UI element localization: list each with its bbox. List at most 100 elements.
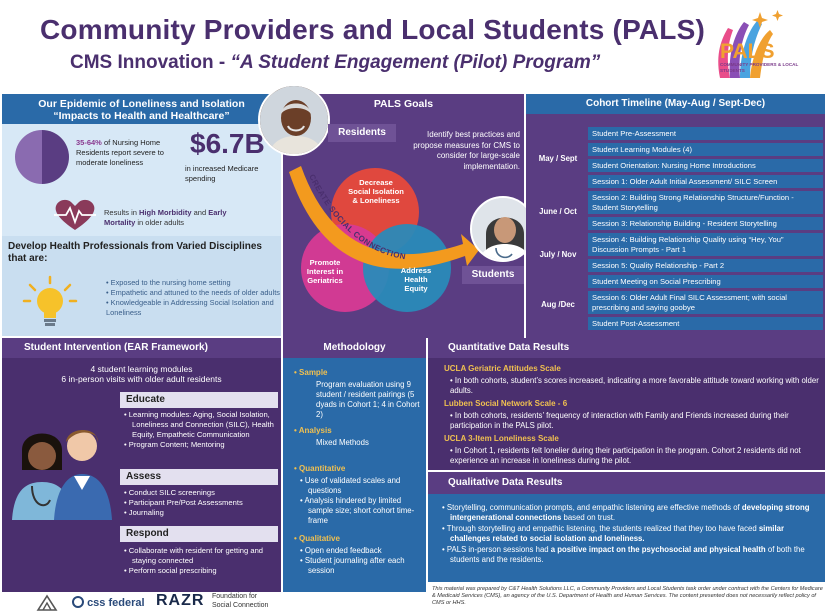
timeline-heading: Cohort Timeline (May-Aug / Sept-Dec) bbox=[526, 94, 825, 114]
list-item: Empathetic and attuned to the needs of o… bbox=[106, 288, 280, 298]
quantitative-panel bbox=[428, 358, 825, 470]
subtitle-emphasis: “A Student Engagement (Pilot) Program” bbox=[230, 52, 601, 73]
residents-label: Residents bbox=[328, 124, 396, 142]
venn-circle-left bbox=[301, 224, 389, 312]
qual-text: Storytelling, communication prompts, and… bbox=[446, 503, 742, 512]
list-item: Through storytelling and empathic listen… bbox=[442, 524, 820, 544]
list-item: PALS in-person sessions had a positive i… bbox=[442, 545, 820, 565]
list-item: Perform social prescribing bbox=[124, 566, 276, 576]
qual-text: based on trust. bbox=[561, 513, 616, 522]
qualitative-heading: Qualitative Data Results bbox=[428, 472, 825, 494]
loneliness-pie-chart bbox=[15, 130, 69, 184]
list-item: Learning modules: Aging, Social Isolatio… bbox=[124, 410, 276, 440]
intervention-line1: 4 student learning modules bbox=[90, 364, 193, 374]
morbidity-bold1: High Morbidity bbox=[139, 208, 192, 217]
timeline-month: June / Oct bbox=[539, 207, 577, 216]
subtitle-prefix: CMS Innovation - bbox=[70, 52, 231, 73]
pie-highlight: 35-64% bbox=[76, 138, 102, 147]
morbidity-bold2: Early Mortality bbox=[104, 208, 227, 227]
lightbulb-icon bbox=[22, 275, 78, 326]
scale-result-text: In Cohort 1, residents felt lonelier dur… bbox=[450, 446, 801, 465]
footer-logo-foundation-line1: Foundation for bbox=[212, 593, 258, 600]
qualitative-label-text: Qualitative bbox=[299, 534, 340, 543]
timeline-item: Student Meeting on Social Prescribing bbox=[588, 275, 823, 288]
medicare-cost-label: in increased Medicare spending bbox=[185, 164, 259, 183]
list-item: Storytelling, communication prompts, and… bbox=[442, 503, 820, 523]
scale-result: • In Cohort 1, residents felt lonelier d… bbox=[450, 446, 801, 465]
epidemic-heading-line1: Our Epidemic of Loneliness and Isolation bbox=[38, 98, 245, 110]
qual-bold: developing strong intergenerational conn… bbox=[450, 503, 810, 522]
intervention-summary: 4 student learning modules 6 in-person v… bbox=[2, 364, 281, 384]
quantitative-method-list: Use of validated scales and questions An… bbox=[300, 476, 420, 526]
sample-text: Program evaluation using 9 student / res… bbox=[316, 380, 420, 419]
timeline-item: Session 3: Relationship Building - Resid… bbox=[588, 217, 823, 230]
footer-logo-css-text: css federal bbox=[87, 597, 145, 609]
epidemic-heading-line2: “Impacts to Health and Healthcare” bbox=[53, 110, 230, 122]
qual-text: of both the students and the residents. bbox=[450, 545, 805, 564]
intervention-heading: Student Intervention (EAR Framework) bbox=[2, 338, 281, 358]
page-title: Community Providers and Local Students (… bbox=[40, 14, 706, 45]
respond-list: Collaborate with resident for getting an… bbox=[124, 546, 276, 576]
footer-logo-razr: RAZR bbox=[156, 592, 205, 609]
qual-bold: similar challenges related to social iso… bbox=[450, 524, 784, 543]
list-item: Knowledgeable in Addressing Social Isola… bbox=[106, 298, 280, 318]
timeline-item: Session 6: Older Adult Final SILC Assess… bbox=[588, 291, 823, 314]
timeline-item: Student Post-Assessment bbox=[588, 317, 823, 330]
timeline-item: Session 2: Building Strong Relationship … bbox=[588, 191, 823, 214]
list-item: Use of validated scales and questions bbox=[300, 476, 420, 496]
footer-logo-css: css federal bbox=[72, 596, 145, 609]
methodology-heading: Methodology bbox=[283, 338, 426, 358]
logo-tagline: COMMUNITY PROVIDERS & LOCAL STUDENTS bbox=[720, 62, 799, 73]
qual-bold: a positive impact on the psychosocial an… bbox=[550, 545, 766, 554]
list-item: Journaling bbox=[124, 508, 276, 518]
venn-label-right: Address Health Equity bbox=[400, 266, 432, 293]
analysis-text: Mixed Methods bbox=[316, 438, 369, 447]
scale-result: • In both cohorts, residents’ frequency … bbox=[450, 411, 789, 430]
respond-heading: Respond bbox=[120, 526, 278, 542]
timeline-item: Student Orientation: Nursing Home Introd… bbox=[588, 159, 823, 172]
morbidity-prefix: Results in bbox=[104, 208, 140, 217]
list-item: Analysis hindered by limited sample size… bbox=[300, 496, 420, 526]
scale-title: Lubben Social Network Scale - 6 bbox=[444, 399, 568, 408]
assess-list: Conduct SILC screenings Participant Pre/… bbox=[124, 488, 276, 518]
sample-label: • Sample bbox=[294, 368, 328, 377]
timeline-month: Aug /Dec bbox=[541, 300, 575, 309]
scale-title: UCLA Geriatric Attitudes Scale bbox=[444, 364, 561, 373]
develop-heading: Develop Health Professionals from Varied… bbox=[8, 241, 262, 264]
students-photo bbox=[12, 430, 112, 520]
educate-list: Learning modules: Aging, Social Isolatio… bbox=[124, 410, 276, 450]
css-logo-icon bbox=[72, 596, 84, 608]
student-photo bbox=[470, 196, 536, 262]
footer-emblem-icon bbox=[36, 594, 58, 611]
quantitative-label: • Quantitative bbox=[294, 464, 346, 473]
goals-venn-diagram: CREATE SOCIAL CONNECTION bbox=[289, 166, 479, 312]
timeline-month: July / Nov bbox=[539, 250, 577, 259]
scale-result: • In both cohorts, student’s scores incr… bbox=[450, 376, 819, 395]
analysis-label: • Analysis bbox=[294, 426, 332, 435]
develop-list: Exposed to the nursing home setting Empa… bbox=[106, 278, 280, 318]
timeline-item: Session 1: Older Adult Initial Assessmen… bbox=[588, 175, 823, 188]
venn-label-left: Promote Interest in Geriatrics bbox=[306, 258, 344, 285]
venn-label-top: Decrease Social Isolation & Loneliness bbox=[348, 178, 404, 205]
list-item: Conduct SILC screenings bbox=[124, 488, 276, 498]
timeline-item: Student Pre-Assessment bbox=[588, 127, 823, 140]
heart-pulse-icon bbox=[54, 199, 96, 230]
timeline-item: Session 4: Building Relationship Quality… bbox=[588, 233, 823, 256]
goals-description: Identify best practices and propose meas… bbox=[413, 130, 520, 171]
list-item: Open ended feedback bbox=[300, 546, 420, 556]
scale-result-text: In both cohorts, student’s scores increa… bbox=[450, 376, 819, 395]
quantitative-label-text: Quantitative bbox=[299, 464, 346, 473]
qualitative-method-list: Open ended feedback Student journaling a… bbox=[300, 546, 420, 576]
qualitative-results-list: Storytelling, communication prompts, and… bbox=[442, 503, 820, 566]
educate-heading: Educate bbox=[120, 392, 278, 408]
logo-wordmark: PALS bbox=[720, 40, 775, 63]
scale-result-text: In both cohorts, residents’ frequency of… bbox=[450, 411, 789, 430]
intervention-line2: 6 in-person visits with older adult resi… bbox=[61, 374, 222, 384]
resident-photo bbox=[258, 84, 330, 156]
timeline-month: May / Sept bbox=[538, 154, 578, 163]
analysis-label-text: Analysis bbox=[298, 426, 332, 435]
scale-title: UCLA 3-Item Loneliness Scale bbox=[444, 434, 559, 443]
connection-arrow bbox=[289, 166, 479, 269]
sample-label-text: Sample bbox=[299, 368, 328, 377]
list-item: Exposed to the nursing home setting bbox=[106, 278, 280, 288]
